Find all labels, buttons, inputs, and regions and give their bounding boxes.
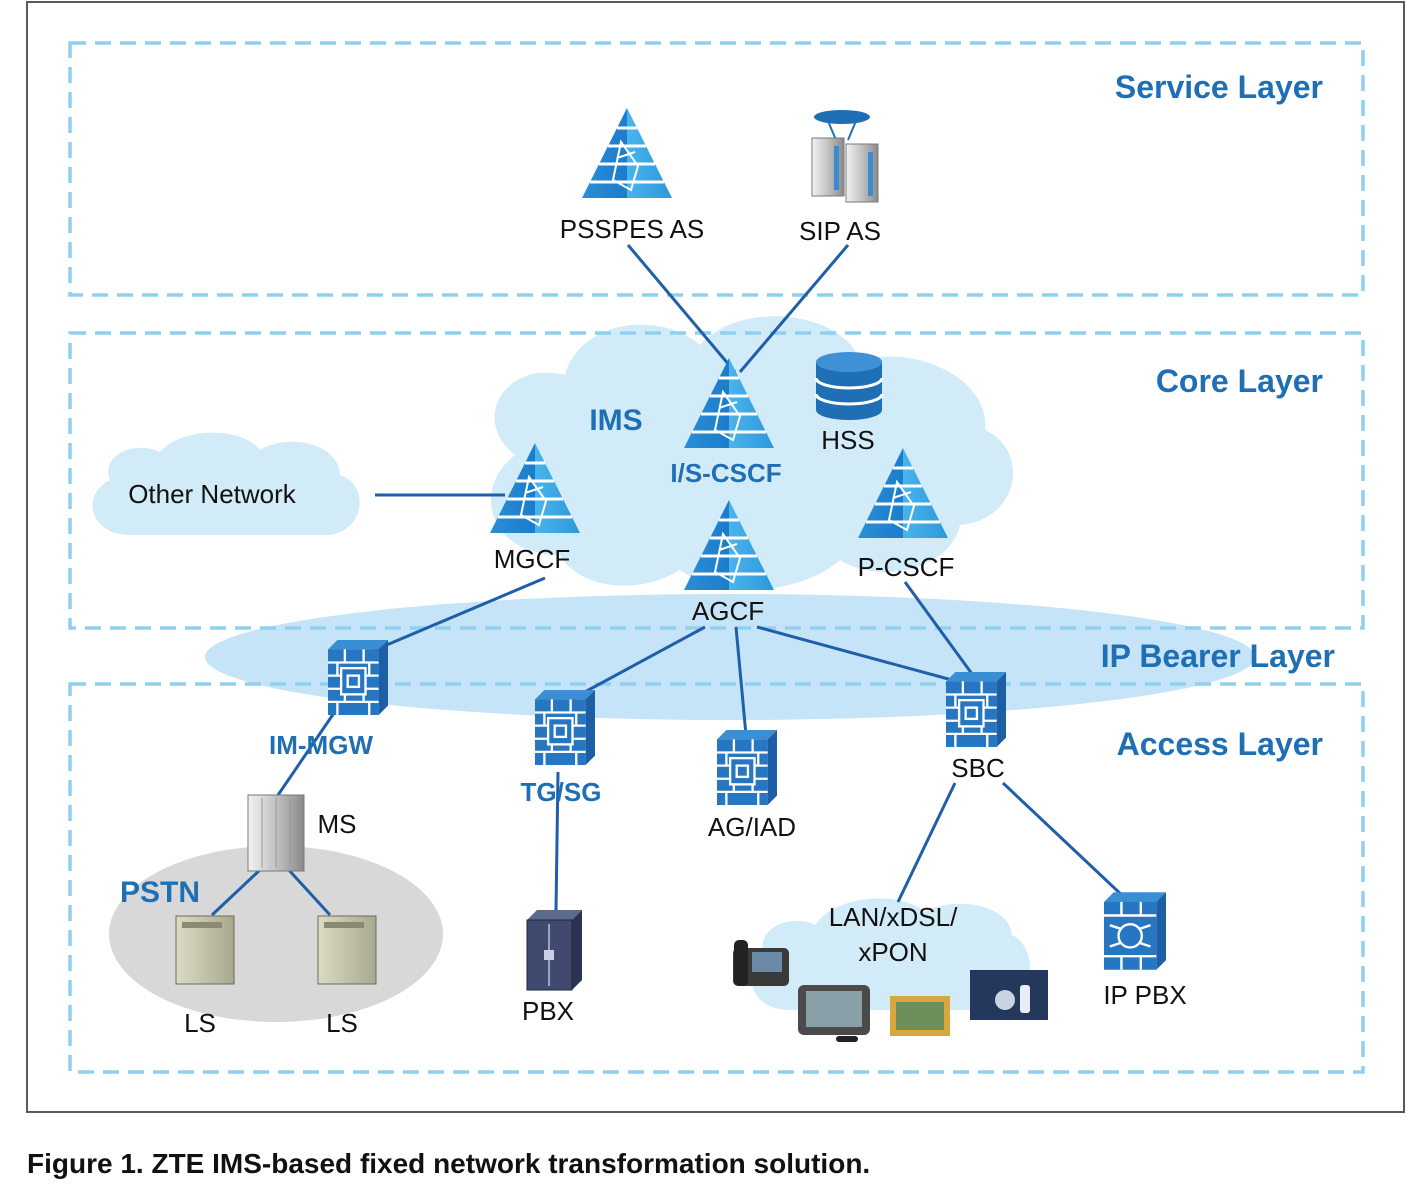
other-network-cloud xyxy=(92,432,360,535)
link-tgsg-pbx xyxy=(554,771,560,911)
connection-lines xyxy=(210,244,1127,917)
mgcf-label: MGCF xyxy=(494,544,571,574)
im-mgw-firewall-icon xyxy=(328,640,388,715)
link-agcf-sbc xyxy=(756,625,953,682)
service-layer-box xyxy=(68,41,1365,297)
pstn-label: PSTN xyxy=(120,876,200,909)
link-ms-ls1 xyxy=(210,866,264,917)
figure-caption: Figure 1. ZTE IMS-based fixed network tr… xyxy=(27,1148,870,1179)
service-layer-label: Service Layer xyxy=(1115,69,1323,105)
ms-server-icon xyxy=(247,794,305,872)
psspes-as-label: PSSPES AS xyxy=(560,214,705,244)
other-network-label: Other Network xyxy=(128,479,297,509)
link-mgcf-immgw xyxy=(369,576,546,654)
link-ms-ls2 xyxy=(285,866,332,917)
ip-bearer-layer-label: IP Bearer Layer xyxy=(1101,638,1335,674)
video-phone-icon xyxy=(798,985,870,1042)
link-sipas-iscscf xyxy=(738,244,850,373)
im-mgw-label: IM-MGW xyxy=(269,730,373,760)
access-layer-box xyxy=(68,682,1365,1074)
link-pcscf-sbc xyxy=(903,581,977,679)
ls-server-icon xyxy=(175,915,235,985)
sbc-label: SBC xyxy=(951,753,1004,783)
access-layer-label: Access Layer xyxy=(1117,726,1323,762)
pbx-label: PBX xyxy=(522,996,574,1026)
photo-frame-icon xyxy=(890,996,950,1036)
sbc-firewall-icon xyxy=(946,672,1006,747)
is-cscf-label: I/S-CSCF xyxy=(670,458,781,488)
desk-device-icon xyxy=(970,970,1048,1020)
ag-iad-label: AG/IAD xyxy=(708,812,796,842)
link-agcf-agiad xyxy=(734,626,748,736)
p-cscf-label: P-CSCF xyxy=(858,552,955,582)
link-agcf-tgsg xyxy=(569,625,706,702)
hss-label: HSS xyxy=(821,425,874,455)
ag-iad-firewall-icon xyxy=(717,730,777,805)
lan-cloud xyxy=(751,898,1031,1010)
ims-label: IMS xyxy=(589,404,642,437)
lan-xdsl-label: LAN/xDSL/ xyxy=(829,902,958,932)
ip-pbx-label: IP PBX xyxy=(1103,980,1186,1010)
hss-database-icon xyxy=(814,352,884,420)
ip-pbx-router-icon xyxy=(1104,892,1166,970)
link-immgw-ms xyxy=(274,709,338,799)
terminals-icon xyxy=(733,940,1048,1042)
agcf-label: AGCF xyxy=(692,596,764,626)
core-layer-label: Core Layer xyxy=(1156,363,1323,399)
link-sbc-lan xyxy=(896,782,957,903)
sip-as-server-icon xyxy=(811,110,879,203)
tg-sg-label: TG/SG xyxy=(521,777,602,807)
ip-phone-icon xyxy=(733,940,789,986)
ms-label: MS xyxy=(318,809,357,839)
ls-label-2: LS xyxy=(326,1008,358,1038)
tg-sg-firewall-icon xyxy=(535,690,595,765)
link-sbc-ippbx xyxy=(1001,781,1127,900)
link-psspes-iscscf xyxy=(626,244,737,373)
sip-as-label: SIP AS xyxy=(799,216,881,246)
ls-server-icon xyxy=(317,915,377,985)
core-layer-box xyxy=(68,331,1365,630)
ls-label-1: LS xyxy=(184,1008,216,1038)
pbx-cabinet-icon xyxy=(526,910,582,991)
pstn-ellipse xyxy=(109,846,443,1022)
xpon-label: xPON xyxy=(858,937,927,967)
